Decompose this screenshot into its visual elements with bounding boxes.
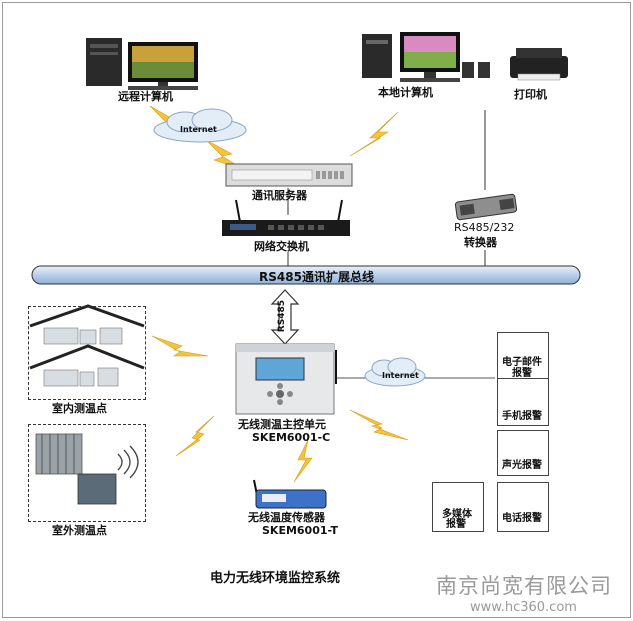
- company-watermark: 南京尚宽有限公司: [436, 574, 612, 598]
- indoor-group: [28, 306, 146, 400]
- multimedia-alarm-box: [432, 482, 484, 532]
- lightning-icon: [151, 335, 209, 357]
- phone-alarm-label: 手机报警: [502, 411, 542, 422]
- outdoor-group: [28, 424, 146, 522]
- diagram-title: 电力无线环境监控系统: [210, 571, 341, 586]
- converter-label-2: 转换器: [464, 236, 497, 249]
- main-unit-label-1: 无线测温主控单元: [238, 418, 326, 431]
- comm-server-label: 通讯服务器: [252, 189, 307, 202]
- printer-icon: [510, 48, 568, 81]
- email-label-2: 报警: [512, 368, 532, 379]
- wireless-sensor-icon: [253, 479, 327, 509]
- internet-top-label: Internet: [180, 125, 217, 134]
- lightning-icon: [293, 439, 313, 483]
- lightning-icon: [349, 409, 409, 441]
- email-label-1: 电子邮件: [502, 357, 542, 368]
- transformer-icon: [35, 433, 139, 505]
- tel-alarm-box: [497, 482, 549, 532]
- remote-pc-icon: [86, 38, 198, 90]
- comm-server-icon: [225, 163, 353, 187]
- tel-alarm-label: 电话报警: [502, 513, 542, 524]
- multimedia-label-1: 多媒体: [442, 509, 472, 520]
- light-alarm-box: [497, 430, 549, 476]
- rs485-bus: [31, 265, 581, 285]
- website-watermark: www.hc360.com: [470, 600, 577, 615]
- converter-icon: [454, 193, 518, 221]
- bus-label: RS485通讯扩展总线: [259, 270, 374, 284]
- rs485-arrow-label: RS485: [277, 300, 287, 333]
- network-switch-icon: [222, 199, 350, 236]
- email-alarm-box: [497, 332, 549, 380]
- local-pc-label: 本地计算机: [378, 86, 433, 99]
- internet-mid-label: Internet: [382, 371, 419, 380]
- lightning-icon: [349, 111, 399, 157]
- lightning-icon: [175, 415, 215, 457]
- sensor-label-1: 无线温度传感器: [248, 511, 325, 524]
- remote-pc-label: 远程计算机: [118, 90, 173, 103]
- multimedia-label-2: 报警: [446, 519, 466, 530]
- indoor-label: 室内测温点: [52, 402, 107, 415]
- cloud-icon: [364, 357, 426, 387]
- switchgear-icon: [43, 327, 123, 387]
- outdoor-label: 室外测温点: [52, 524, 107, 537]
- printer-label: 打印机: [514, 88, 547, 101]
- sensor-label-2: SKEM6001-T: [262, 524, 338, 537]
- light-alarm-label: 声光报警: [502, 460, 542, 471]
- main-control-unit-icon: [235, 343, 337, 415]
- local-pc-icon: [362, 32, 490, 82]
- main-unit-label-2: SKEM6001-C: [252, 431, 331, 444]
- cloud-icon: [153, 108, 247, 143]
- phone-alarm-box: [497, 378, 549, 426]
- converter-label-1: RS485/232: [454, 221, 515, 234]
- switch-label: 网络交换机: [254, 240, 309, 253]
